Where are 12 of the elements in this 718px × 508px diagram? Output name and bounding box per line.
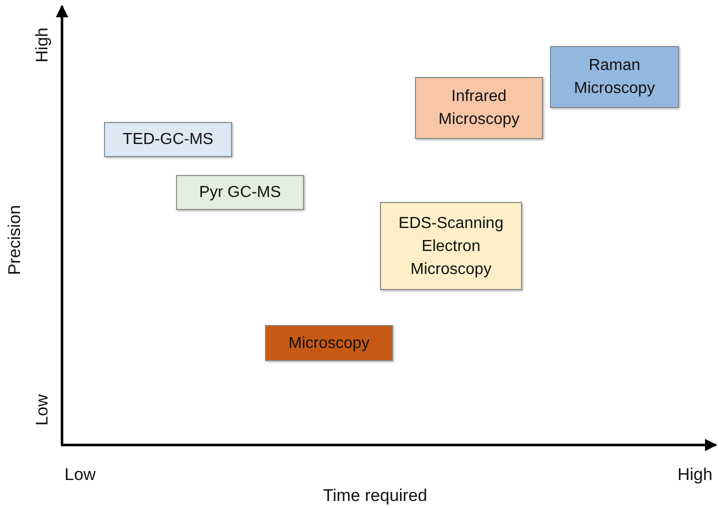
method-box: EDS-Scanning Electron Microscopy <box>380 202 522 290</box>
axis-tick-label: Low <box>64 465 96 485</box>
axis-title: Precision <box>4 205 25 275</box>
method-box: Microscopy <box>265 325 393 361</box>
axis-title: Time required <box>323 486 428 506</box>
method-box: TED-GC-MS <box>104 122 232 157</box>
axis-tick-label: High <box>32 28 52 62</box>
method-box: Pyr GC-MS <box>176 175 304 210</box>
method-box: Raman Microscopy <box>550 46 679 108</box>
axis-tick-label: Low <box>32 394 52 426</box>
method-box: Infrared Microscopy <box>415 77 543 139</box>
axis-tick-label: High <box>678 465 712 485</box>
